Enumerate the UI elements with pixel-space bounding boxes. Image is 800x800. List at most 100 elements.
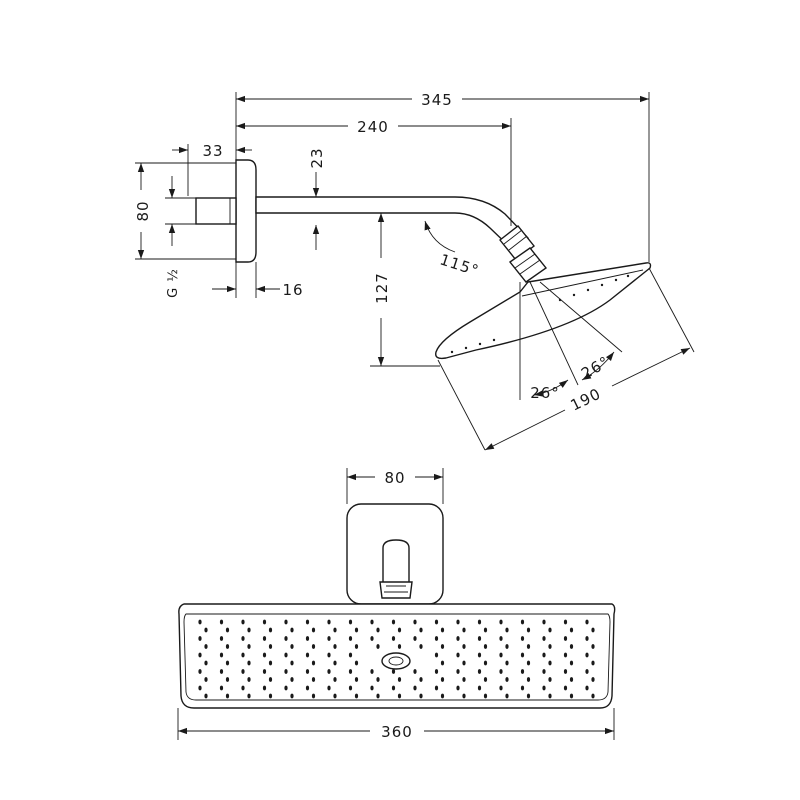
nozzle [219, 619, 224, 625]
nozzle [591, 660, 595, 666]
nozzle [204, 644, 208, 649]
dim-tilt-right: 26° [578, 352, 613, 382]
nozzle [563, 652, 568, 658]
nozzle [440, 660, 445, 666]
nozzle [397, 627, 402, 633]
nozzle [305, 652, 310, 658]
nozzle [505, 693, 509, 699]
nozzle [563, 685, 568, 691]
shower-arm [255, 196, 530, 251]
nozzle [569, 660, 574, 666]
nozzle [198, 669, 202, 674]
nozzle [397, 677, 402, 682]
nozzle [462, 644, 466, 649]
shower-arm-front [382, 539, 410, 591]
nozzle [548, 644, 552, 649]
nozzle [483, 627, 488, 633]
nozzle [268, 693, 273, 699]
nozzle [563, 619, 568, 625]
nozzle [477, 685, 482, 691]
nozzle [219, 669, 224, 674]
nozzle [268, 644, 273, 649]
nozzle [397, 644, 402, 649]
nozzle [247, 677, 251, 682]
nozzle [348, 652, 353, 658]
nozzle [440, 627, 445, 633]
nozzle [241, 652, 245, 658]
dim-flange-width: 80 [384, 469, 405, 487]
head-nozzles-side [450, 274, 630, 354]
nozzle [499, 669, 503, 674]
nozzle [376, 693, 380, 699]
wall-flange [235, 159, 257, 263]
nozzle [520, 619, 525, 625]
nozzle [569, 627, 574, 633]
nozzle [526, 644, 531, 649]
nozzle [305, 669, 310, 674]
nozzle [434, 685, 439, 691]
nozzle [456, 619, 460, 625]
nozzle [526, 660, 531, 666]
nozzle [247, 693, 251, 699]
nozzle [499, 652, 503, 658]
nozzle [284, 619, 288, 625]
nozzle [370, 619, 374, 625]
nozzle [434, 619, 439, 625]
nozzle [284, 652, 288, 658]
nozzle [548, 627, 552, 633]
nozzle [284, 685, 288, 691]
nozzle [505, 660, 509, 666]
nozzle [198, 652, 202, 658]
nozzle [198, 685, 202, 691]
nozzle [348, 619, 353, 625]
nozzle [520, 652, 525, 658]
nozzle [434, 669, 439, 674]
nozzle [462, 660, 466, 666]
nozzle [333, 644, 337, 649]
nozzle [354, 644, 359, 649]
dim-wall-depth: 33 [202, 142, 223, 160]
nozzle [440, 693, 445, 699]
nozzle [204, 627, 208, 633]
nozzle [225, 693, 230, 699]
nozzle [440, 644, 445, 649]
nozzle [247, 627, 251, 633]
nozzle [563, 636, 568, 641]
nozzle [305, 685, 310, 691]
nozzle [542, 652, 546, 658]
nozzle [327, 685, 331, 691]
nozzle [327, 652, 331, 658]
dim-arm-offset: 23 [308, 147, 326, 168]
nozzle [548, 693, 552, 699]
nozzle [262, 669, 267, 674]
nozzle [311, 644, 316, 649]
nozzle [413, 685, 417, 691]
nozzle [391, 636, 396, 641]
nozzle [585, 636, 589, 641]
nozzle [225, 644, 230, 649]
nozzle [333, 677, 337, 682]
nozzle [569, 677, 574, 682]
nozzle [376, 627, 380, 633]
nozzle [477, 669, 482, 674]
nozzle [268, 677, 273, 682]
nozzle [477, 636, 482, 641]
nozzle [305, 636, 310, 641]
center-disc [381, 652, 411, 670]
nozzle [569, 693, 574, 699]
nozzle [305, 619, 310, 625]
nozzle [311, 677, 316, 682]
nozzle [526, 627, 531, 633]
nozzle [413, 636, 417, 641]
nozzle [311, 660, 316, 666]
nozzle [354, 677, 359, 682]
nozzle [391, 685, 396, 691]
nozzle [284, 636, 288, 641]
nozzle [262, 619, 267, 625]
nozzle [348, 685, 353, 691]
nozzle [542, 685, 546, 691]
nozzle [505, 644, 509, 649]
nozzle [548, 677, 552, 682]
nozzle [370, 669, 374, 674]
nozzle [333, 693, 337, 699]
